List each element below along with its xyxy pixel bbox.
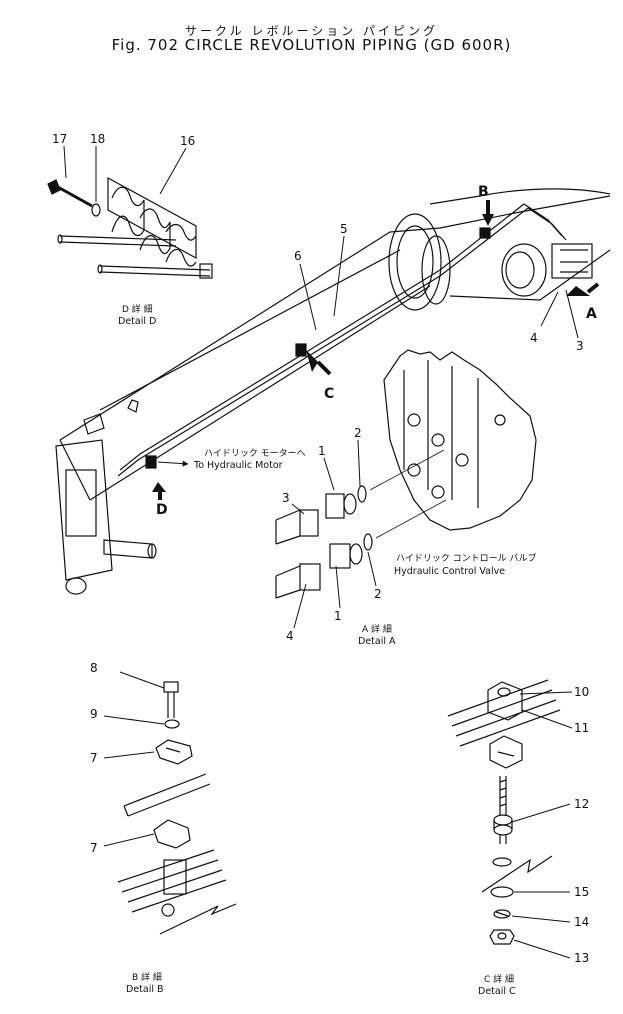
hyd-motor-label-jp: ハイドリック モーターへ bbox=[204, 448, 306, 459]
view-a-arrow bbox=[566, 286, 590, 296]
callout-7-lower: 7 bbox=[90, 841, 98, 855]
callout-16: 16 bbox=[180, 134, 195, 148]
control-valve-label-jp: ハイドリック コントロール バルブ bbox=[396, 552, 537, 564]
detail-b-label: Detail B bbox=[126, 984, 164, 995]
detail-a-label-jp: A 詳 細 bbox=[362, 623, 392, 635]
detail-d-drawing bbox=[47, 176, 213, 279]
callout-4-main: 4 bbox=[530, 331, 538, 345]
callout-9: 9 bbox=[90, 707, 98, 721]
callout-5: 5 bbox=[340, 222, 348, 236]
detail-c-drawing bbox=[447, 679, 561, 945]
view-marker-b: B bbox=[478, 184, 489, 200]
callout-6: 6 bbox=[294, 249, 302, 263]
view-d-arrow bbox=[152, 482, 166, 492]
detail-b-drawing bbox=[117, 681, 237, 935]
callout-3-detail-a: 3 bbox=[282, 491, 290, 505]
callout-18: 18 bbox=[90, 132, 105, 146]
view-b-arrow bbox=[482, 214, 494, 226]
figure-title-japanese: サークル レボルーション パイピング bbox=[184, 24, 439, 38]
callout-14: 14 bbox=[574, 915, 589, 929]
callout-13: 13 bbox=[574, 951, 589, 965]
detail-c-label: Detail C bbox=[478, 986, 516, 997]
view-marker-a: A bbox=[586, 306, 597, 322]
callout-2-upper: 2 bbox=[354, 426, 362, 440]
callout-10: 10 bbox=[574, 685, 589, 699]
view-marker-c: C bbox=[324, 386, 334, 402]
callout-12: 12 bbox=[574, 797, 589, 811]
callout-7-upper: 7 bbox=[90, 751, 98, 765]
detail-d-label: Detail D bbox=[118, 316, 156, 327]
control-valve-label: Hydraulic Control Valve bbox=[394, 566, 505, 577]
detail-a-drawing bbox=[275, 349, 537, 599]
detail-a-label: Detail A bbox=[358, 636, 396, 647]
detail-d-label-jp: D 詳 細 bbox=[122, 303, 153, 315]
view-marker-d: D bbox=[156, 502, 168, 518]
callout-1-upper: 1 bbox=[318, 444, 326, 458]
callout-11: 11 bbox=[574, 721, 589, 735]
callout-17: 17 bbox=[52, 132, 67, 146]
figure-title: Fig. 702 CIRCLE REVOLUTION PIPING (GD 60… bbox=[111, 36, 512, 54]
callout-3-main: 3 bbox=[576, 339, 584, 353]
callout-8: 8 bbox=[90, 661, 98, 675]
callout-2-lower: 2 bbox=[374, 587, 382, 601]
detail-c-label-jp: C 詳 細 bbox=[484, 973, 514, 985]
view-c-arrow bbox=[306, 350, 318, 372]
callout-4-detail-a: 4 bbox=[286, 629, 294, 643]
callout-1-lower: 1 bbox=[334, 609, 342, 623]
callout-15: 15 bbox=[574, 885, 589, 899]
main-frame-drawing bbox=[55, 188, 611, 595]
hyd-motor-label: To Hydraulic Motor bbox=[193, 460, 283, 471]
detail-b-label-jp: B 詳 細 bbox=[132, 971, 162, 983]
